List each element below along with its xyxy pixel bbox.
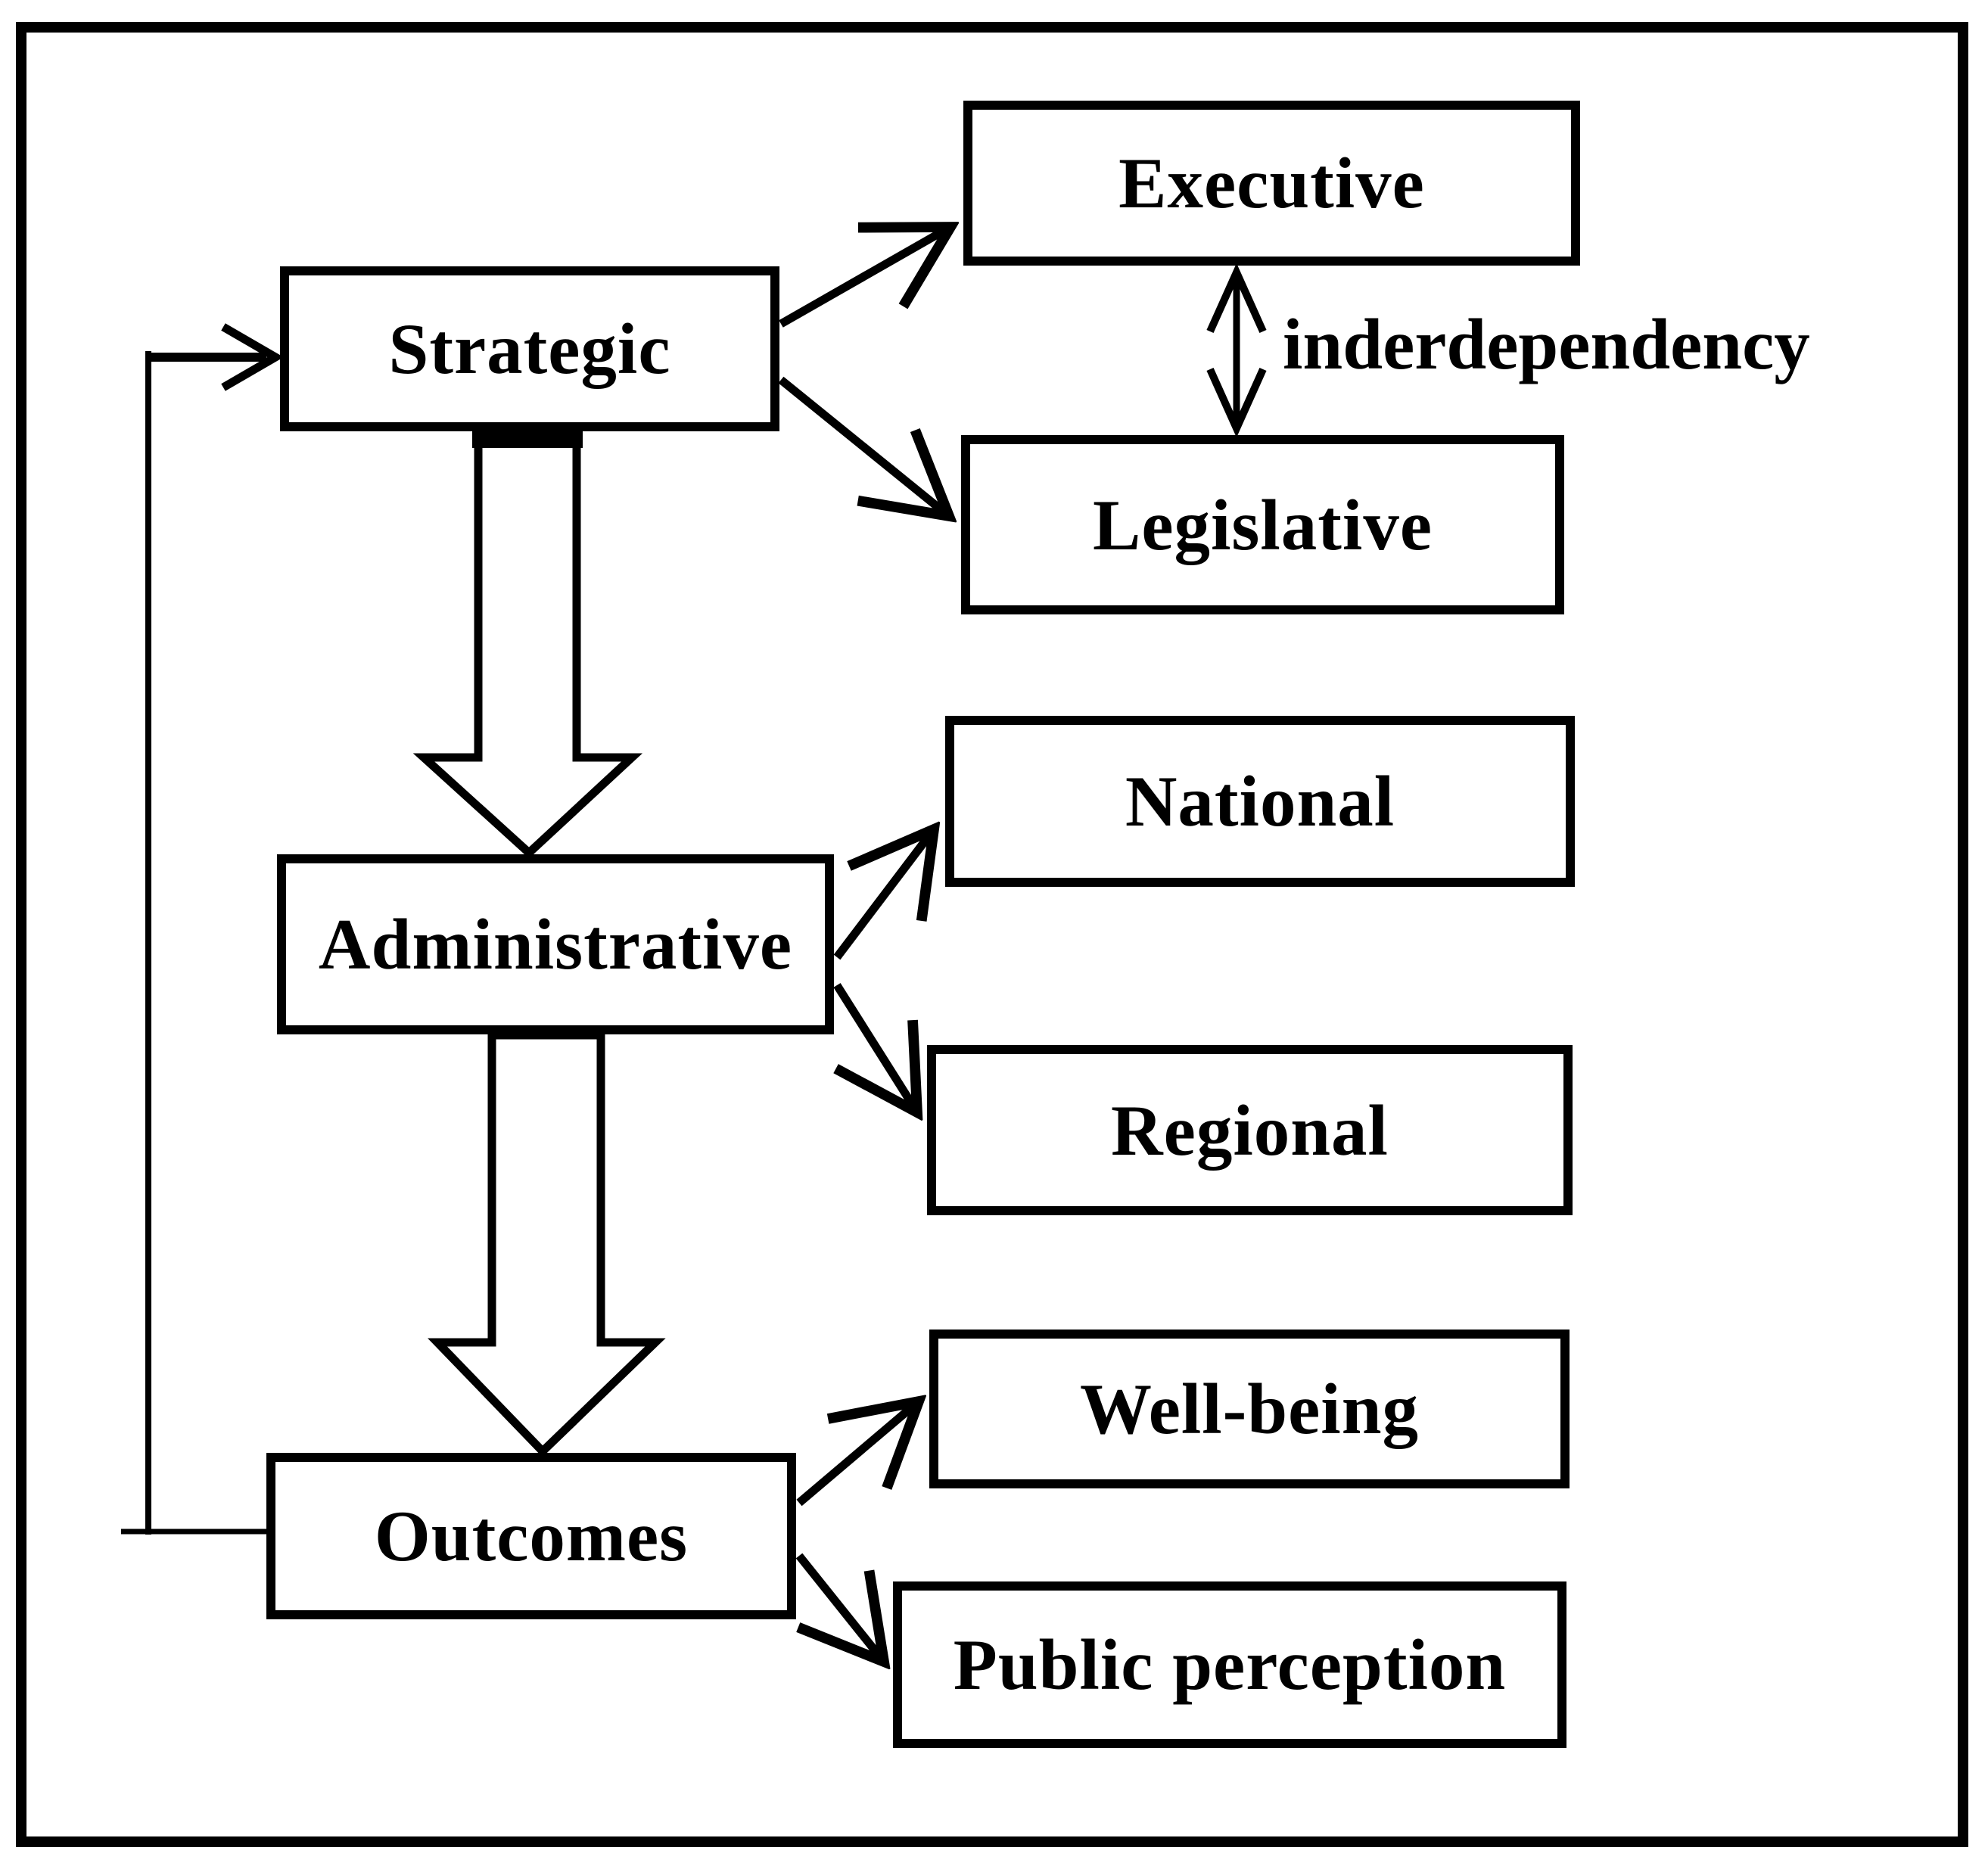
node-strategic: Strategic [280, 266, 779, 431]
feedback-loop-outcomes-to-strategic [121, 323, 284, 1535]
arrow-outcomes-to-public-perception [795, 1553, 884, 1662]
node-public-perception-label: Public perception [953, 1625, 1507, 1705]
double-arrow-executive-legislative [1206, 263, 1267, 438]
node-legislative: Legislative [961, 435, 1564, 614]
arrow-administrative-to-regional [837, 983, 917, 1112]
node-outcomes: Outcomes [266, 1453, 796, 1619]
node-executive-label: Executive [1118, 143, 1425, 223]
node-administrative-label: Administrative [318, 904, 793, 984]
node-regional: Regional [927, 1045, 1573, 1215]
node-regional-label: Regional [1111, 1090, 1389, 1171]
node-national: National [945, 716, 1575, 887]
node-administrative: Administrative [277, 854, 834, 1034]
node-public-perception: Public perception [893, 1581, 1566, 1748]
node-strategic-label: Strategic [388, 309, 671, 389]
outer-border [16, 22, 1968, 1847]
node-legislative-label: Legislative [1093, 484, 1433, 565]
node-wellbeing: Well-being [929, 1330, 1570, 1488]
block-arrow-administrative-to-outcomes [428, 1031, 666, 1457]
node-executive: Executive [963, 101, 1580, 266]
arrow-strategic-to-legislative [778, 376, 949, 516]
node-national-label: National [1125, 761, 1395, 841]
arrow-outcomes-to-wellbeing [796, 1401, 919, 1507]
interdependency-label: inderdependency [1283, 304, 1810, 384]
node-outcomes-label: Outcomes [374, 1496, 689, 1576]
arrow-strategic-to-executive [779, 227, 950, 328]
node-wellbeing-label: Well-being [1079, 1369, 1420, 1449]
block-arrow-strategic-to-administrative [412, 424, 643, 859]
arrow-administrative-to-national [833, 829, 934, 960]
